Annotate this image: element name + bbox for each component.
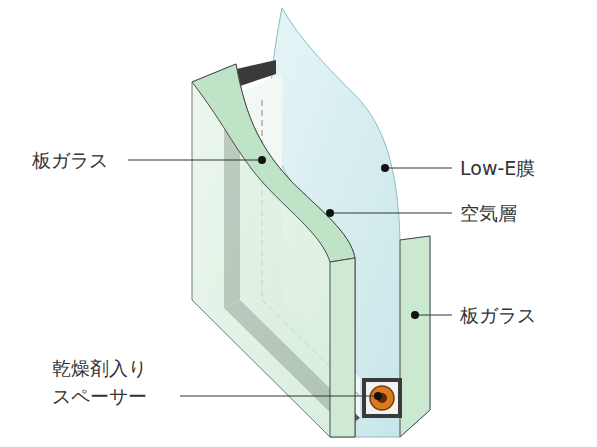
- leader-dots: [258, 156, 419, 400]
- part-label: Low-E膜: [460, 154, 535, 182]
- part-label: 乾燥剤入り スペーサー: [52, 354, 153, 410]
- part-label: 板ガラス: [32, 146, 108, 174]
- front-pane: [192, 64, 355, 437]
- part-label: 空気層: [460, 199, 517, 227]
- leader-lines: [128, 160, 452, 396]
- part-label: 板ガラス: [460, 301, 536, 329]
